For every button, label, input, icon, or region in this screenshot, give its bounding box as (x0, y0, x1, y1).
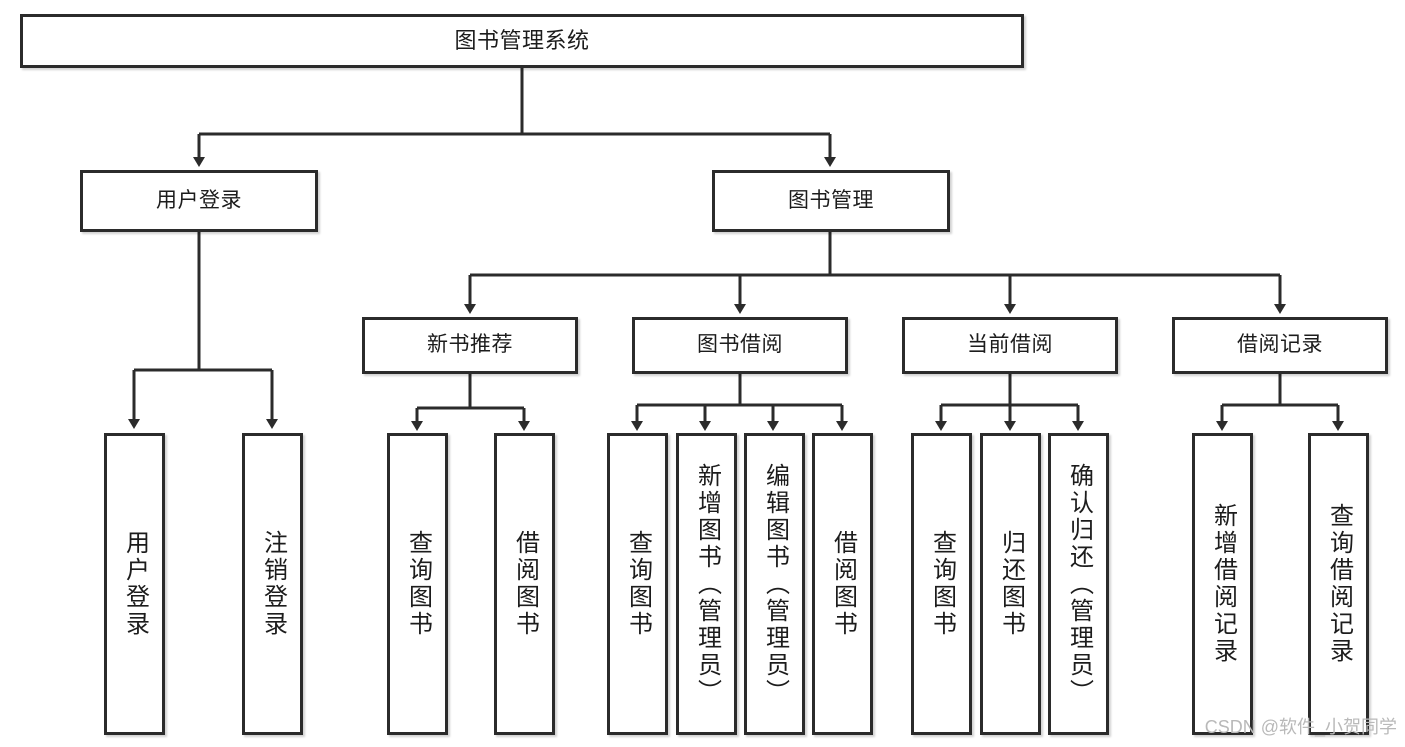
node-label: 查询图书 (928, 530, 956, 638)
watermark-text: CSDN @软件_小贺同学 (1204, 717, 1397, 737)
leaf-current-return-book[interactable]: 归还图书 (980, 433, 1041, 735)
node-label: 查询图书 (624, 530, 652, 638)
leaf-borrow-edit-book-admin[interactable]: 编辑图书（管理员） (744, 433, 805, 735)
leaf-borrow-add-book-admin[interactable]: 新增图书（管理员） (676, 433, 737, 735)
leaf-record-add-record[interactable]: 新增借阅记录 (1192, 433, 1253, 735)
leaf-user-login-login[interactable]: 用户登录 (104, 433, 165, 735)
leaf-current-query-book[interactable]: 查询图书 (911, 433, 972, 735)
node-label: 新增图书（管理员） (693, 462, 721, 706)
node-label: 用户登录 (121, 530, 149, 638)
node-book-borrow[interactable]: 图书借阅 (632, 317, 848, 374)
node-label: 查询借阅记录 (1325, 503, 1353, 665)
node-user-login[interactable]: 用户登录 (80, 170, 318, 232)
leaf-user-login-logout[interactable]: 注销登录 (242, 433, 303, 735)
node-label: 借阅图书 (511, 530, 539, 638)
node-label: 新书推荐 (427, 333, 513, 357)
node-borrow-record[interactable]: 借阅记录 (1172, 317, 1388, 374)
node-label: 编辑图书（管理员） (761, 462, 789, 706)
node-label: 图书管理系统 (454, 28, 590, 54)
leaf-current-confirm-return-admin[interactable]: 确认归还（管理员） (1048, 433, 1109, 735)
leaf-borrow-query-book[interactable]: 查询图书 (607, 433, 668, 735)
node-label: 用户登录 (156, 188, 242, 212)
leaf-borrow-borrow-book[interactable]: 借阅图书 (812, 433, 873, 735)
node-label: 借阅图书 (829, 530, 857, 638)
node-new-book-recommend[interactable]: 新书推荐 (362, 317, 578, 374)
node-label: 当前借阅 (967, 333, 1053, 357)
node-current-borrow[interactable]: 当前借阅 (902, 317, 1118, 374)
node-label: 归还图书 (997, 530, 1025, 638)
node-label: 图书管理 (788, 188, 874, 212)
node-label: 查询图书 (404, 530, 432, 638)
leaf-recommend-query-book[interactable]: 查询图书 (387, 433, 448, 735)
leaf-recommend-borrow-book[interactable]: 借阅图书 (494, 433, 555, 735)
node-label: 新增借阅记录 (1209, 503, 1237, 665)
node-label: 确认归还（管理员） (1065, 462, 1093, 706)
node-label: 注销登录 (259, 530, 287, 638)
leaf-record-query-record[interactable]: 查询借阅记录 (1308, 433, 1369, 735)
node-root-system[interactable]: 图书管理系统 (20, 14, 1024, 68)
node-book-management[interactable]: 图书管理 (712, 170, 950, 232)
node-label: 借阅记录 (1237, 333, 1323, 357)
node-label: 图书借阅 (697, 333, 783, 357)
